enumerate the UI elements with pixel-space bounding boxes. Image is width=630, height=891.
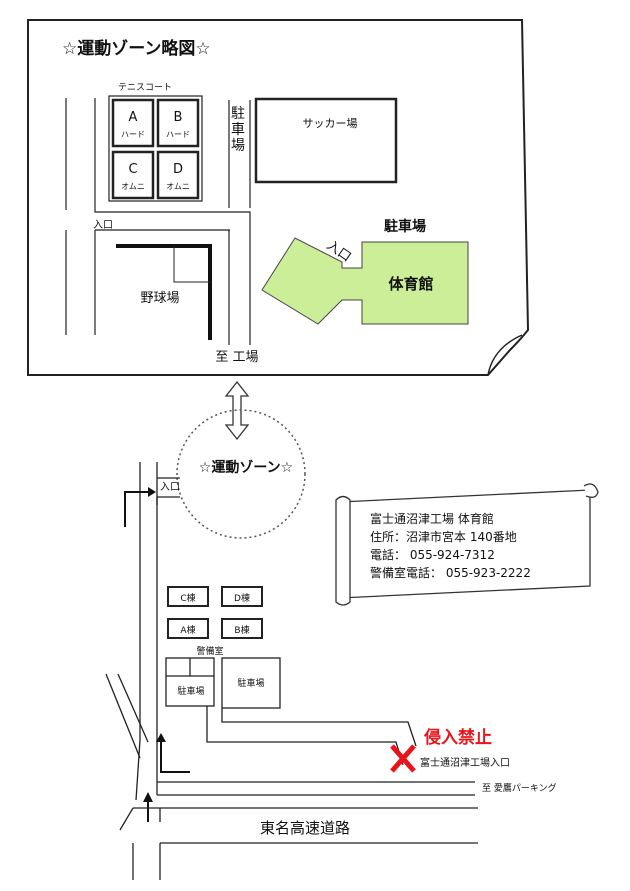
info-line-1: 富士通沼津工場 体育館 — [370, 511, 494, 526]
tennis-enclosure — [108, 95, 203, 202]
baseball-label: 野球場 — [140, 291, 179, 306]
access-road — [206, 706, 417, 766]
parking-blocks — [165, 657, 281, 709]
court-c-letter: C — [128, 162, 137, 177]
parking-right-label: 駐車場 — [237, 677, 264, 689]
baseball-diamond — [173, 246, 210, 283]
building-b-label: B棟 — [234, 624, 249, 636]
turn-arrow-icon — [124, 487, 156, 527]
parking-right — [221, 657, 281, 709]
soccer-field — [254, 97, 398, 184]
paper-curl — [487, 334, 523, 376]
info-line-4: 警備室電話： 055-923-2222 — [370, 565, 531, 580]
main-road — [135, 462, 180, 801]
court-d — [156, 150, 200, 200]
diagonal-road — [105, 673, 149, 759]
court-b — [156, 98, 200, 148]
parking-v-2: 車 — [231, 121, 245, 138]
court-b-letter: B — [174, 110, 183, 125]
building-d-label: D棟 — [234, 592, 250, 604]
no-entry-icon — [390, 744, 416, 773]
court-b-surface: ハード — [166, 130, 190, 139]
building-a — [167, 618, 209, 639]
up-arrow-icon — [143, 792, 153, 822]
buildings: C棟 D棟 A棟 B棟 — [167, 586, 263, 639]
baseball-outline — [116, 244, 212, 340]
area-entrance-label: 入口 — [160, 482, 180, 493]
parking-v-1: 駐 — [231, 106, 245, 122]
highway-label: 東名高速道路 — [260, 819, 350, 837]
tennis-label: テニスコート — [118, 82, 172, 93]
court-a-letter: A — [129, 110, 138, 125]
building-a-label: A棟 — [180, 624, 195, 636]
building-d — [221, 586, 263, 607]
court-a-surface: ハード — [121, 130, 145, 139]
court-c — [111, 150, 155, 200]
zone-roads — [65, 98, 251, 345]
parking-vertical-label: 駐 車 場 — [231, 106, 245, 154]
highway — [119, 807, 478, 880]
soccer-label: サッカー場 — [303, 117, 358, 130]
lower-road — [157, 781, 475, 796]
tennis-courts: A ハード B ハード C オムニ D オムニ — [108, 95, 203, 202]
to-parking-label: 至 愛鷹パーキング — [482, 782, 557, 794]
court-d-surface: オムニ — [166, 182, 190, 191]
parking-left-label: 駐車場 — [177, 685, 204, 697]
factory-entrance-label: 富士通沼津工場入口 — [420, 756, 510, 769]
court-a — [111, 98, 155, 148]
parking-label-top: 駐車場 — [384, 218, 426, 235]
no-entry-label: 侵入禁止 — [423, 727, 492, 748]
zone-map-title: ☆運動ゾーン略図☆ — [62, 38, 211, 59]
gymnasium-building — [261, 237, 469, 325]
zone-sketch: ☆運動ゾーン略図☆ テニスコート A ハード B ハード C オムニ D オムニ — [27, 19, 530, 376]
area-map: ☆運動ゾーン☆ 入口 C棟 D棟 A棟 B棟 警備室 — [105, 409, 599, 880]
to-factory-label: 至 工場 — [215, 350, 258, 365]
left-turn-arrow-icon — [156, 733, 190, 773]
parking-v-3: 場 — [231, 138, 245, 154]
building-b — [221, 618, 263, 639]
zone-circle — [176, 409, 306, 539]
info-scroll: 富士通沼津工場 体育館 住所：沼津市宮本 140番地 電話： 055-924-7… — [335, 483, 599, 606]
info-line-3: 電話： 055-924-7312 — [370, 547, 495, 562]
building-c-label: C棟 — [180, 592, 195, 604]
building-c — [167, 586, 209, 607]
left-entrance-label: 入口 — [93, 220, 113, 231]
court-c-surface: オムニ — [121, 182, 145, 191]
zone-circle-label: ☆運動ゾーン☆ — [199, 459, 293, 476]
gymnasium-label: 体育館 — [388, 275, 433, 293]
court-d-letter: D — [173, 162, 183, 177]
guard-room-label: 警備室 — [196, 645, 223, 657]
info-line-2: 住所：沼津市宮本 140番地 — [370, 529, 517, 544]
